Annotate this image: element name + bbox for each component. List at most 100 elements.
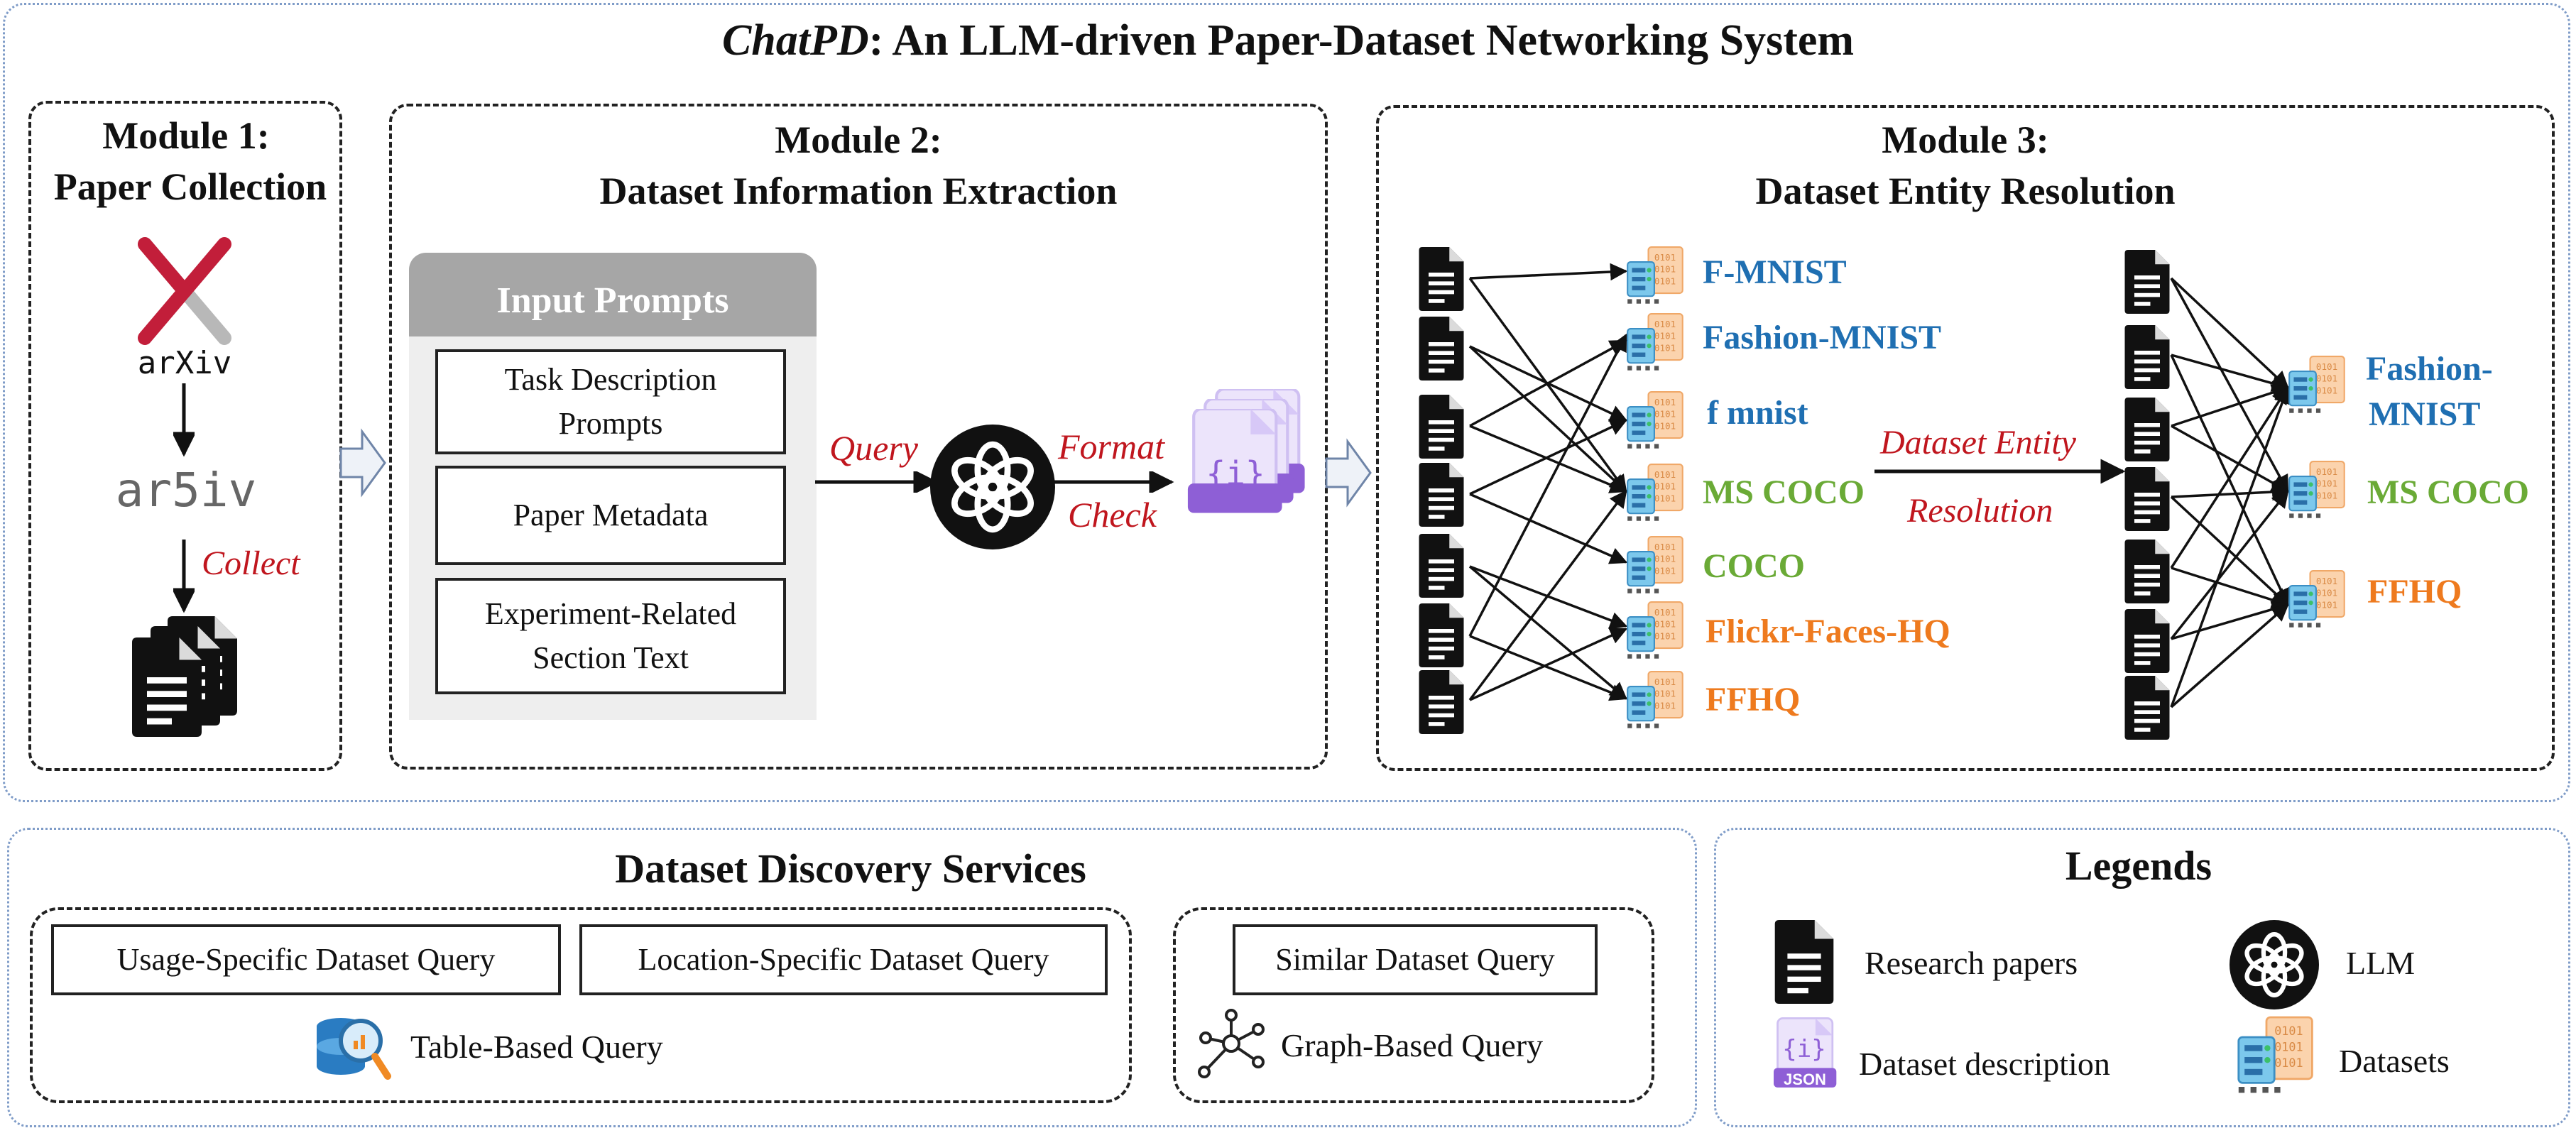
format-check-arrow: [1054, 471, 1174, 493]
paper-icon: [2124, 676, 2170, 740]
module3-title-line1: Module 3:: [1882, 119, 2049, 161]
dataset-icon: [1627, 391, 1683, 449]
pipeline-frame: [3, 3, 2570, 802]
module3-title-line2: Dataset Entity Resolution: [1755, 170, 2176, 212]
entity-resolution-label-2: Resolution: [1907, 492, 2053, 530]
paper-icon: [2124, 250, 2170, 314]
similar-dataset-query: Similar Dataset Query: [1233, 924, 1598, 995]
module2-frame: [389, 104, 1328, 770]
hollow-arrow-1: [339, 428, 386, 498]
legend-paper-icon: [1774, 920, 1834, 1004]
dataset-label-coco: COCO: [1703, 547, 1805, 585]
dataset-label-ms-coco: MS COCO: [1703, 474, 1865, 511]
check-label: Check: [1068, 495, 1157, 535]
resolved-label-ffhq: FFHQ: [2367, 573, 2462, 611]
dataset-icon: [1627, 246, 1683, 305]
module1-frame: [28, 101, 342, 771]
resolved-label-ms-coco: MS COCO: [2367, 474, 2529, 511]
dataset-icon: [1627, 313, 1683, 371]
prompt-metadata-line1: Paper Metadata: [513, 498, 709, 532]
module1-title-line1: Module 1:: [102, 114, 270, 157]
dataset-label-flickr-faces-hq: Flickr-Faces-HQ: [1705, 613, 1950, 650]
dataset-label-fmnist: F-MNIST: [1703, 253, 1847, 291]
paper-icon: [1419, 317, 1464, 381]
legend-dataset-description: Dataset description: [1859, 1046, 2110, 1082]
entity-resolution-label-1: Dataset Entity: [1880, 424, 2076, 461]
resolved-label-fashion-mnist-1: Fashion-: [2366, 350, 2493, 388]
dataset-icon: [1627, 464, 1683, 522]
collect-label: Collect: [202, 544, 300, 582]
legend-dataset-icon: [2237, 1016, 2313, 1094]
resolved-label-fashion-mnist-2: MNIST: [2369, 395, 2481, 433]
paper-icon: [1419, 395, 1464, 459]
services-frame: [7, 828, 1697, 1127]
dataset-label-ffhq-left: FFHQ: [1705, 681, 1801, 718]
dataset-icon: [1627, 536, 1683, 594]
input-prompts-title: Input Prompts: [496, 280, 729, 321]
input-prompts-header: [409, 253, 817, 336]
paper-icon: [2124, 325, 2170, 389]
main-title-italic: ChatPD: [721, 16, 869, 65]
paper-icon: [2124, 467, 2170, 531]
ar5iv-logo-text: ar5iv: [116, 463, 257, 518]
legend-research-papers: Research papers: [1865, 945, 2078, 981]
paper-icon: [2124, 609, 2170, 673]
legends-frame: [1714, 828, 2570, 1127]
graph-based-query-label: Graph-Based Query: [1281, 1027, 1544, 1063]
module2-title-line1: Module 2:: [775, 119, 942, 161]
prompt-paper-metadata: Paper Metadata: [435, 466, 786, 565]
module3-links: [1468, 263, 2291, 708]
usage-specific-query: Usage-Specific Dataset Query: [51, 924, 561, 995]
ar5iv-logo: ar5iv: [115, 463, 257, 518]
database-search-icon: [317, 1018, 391, 1080]
arrow-down-2: [173, 540, 195, 613]
paper-icon: [1419, 247, 1464, 311]
similar-dataset-label: Similar Dataset Query: [1275, 942, 1555, 977]
legend-llm: LLM: [2346, 945, 2416, 981]
query-label: Query: [829, 428, 918, 468]
dataset-label-f-mnist-lower: f mnist: [1707, 394, 1808, 432]
prompt-experiment-line2: Section Text: [533, 640, 689, 675]
paper-icon: [2124, 540, 2170, 603]
graph-query-group: [1173, 907, 1654, 1103]
query-arrow: [815, 471, 939, 493]
main-title-rest: : An LLM-driven Paper-Dataset Networking…: [868, 16, 1855, 65]
paper-icon: [2124, 398, 2170, 461]
arxiv-x-icon: [138, 237, 231, 345]
paper-icon: [1419, 463, 1464, 527]
legend-json-label: JSON: [1784, 1071, 1826, 1088]
module1-title-line2: Paper Collection: [53, 165, 327, 208]
arxiv-logo-text: arXiv: [137, 345, 232, 381]
format-label: Format: [1058, 427, 1164, 466]
services-title: Dataset Discovery Services: [615, 845, 1086, 892]
prompt-task-line1: Task Description: [504, 362, 717, 397]
paper-icon: [1419, 534, 1464, 598]
location-specific-query: Location-Specific Dataset Query: [579, 924, 1108, 995]
dataset-icon: [1627, 671, 1683, 729]
graph-network-icon: [1198, 1009, 1265, 1078]
dataset-icon: [1627, 601, 1683, 659]
dataset-icon: [2288, 570, 2345, 628]
module2-title-line2: Dataset Information Extraction: [599, 170, 1118, 212]
dataset-icon: [2288, 356, 2345, 414]
usage-specific-label: Usage-Specific Dataset Query: [116, 942, 496, 977]
hollow-arrow-2: [1325, 438, 1372, 508]
prompt-task-line2: Prompts: [558, 406, 663, 441]
paper-icon: [1419, 603, 1464, 667]
module3-frame: [1376, 105, 2555, 771]
legends-title: Legends: [2065, 843, 2212, 889]
prompt-experiment-line1: Experiment-Related: [484, 596, 737, 631]
json-label: JSON: [1201, 514, 1267, 541]
json-glyph: {i}: [1206, 454, 1265, 493]
legend-datasets: Datasets: [2339, 1043, 2450, 1079]
dataset-label-fashion-mnist: Fashion-MNIST: [1703, 319, 1942, 356]
legend-json-glyph: {i}: [1782, 1035, 1826, 1063]
location-specific-label: Location-Specific Dataset Query: [638, 942, 1049, 977]
paper-icon: [1419, 670, 1464, 734]
legend-llm-icon: [2230, 920, 2319, 1009]
dataset-icon: [2288, 461, 2345, 519]
main-title: ChatPD: An LLM-driven Paper-Dataset Netw…: [722, 16, 1854, 66]
table-query-group: [30, 907, 1132, 1103]
